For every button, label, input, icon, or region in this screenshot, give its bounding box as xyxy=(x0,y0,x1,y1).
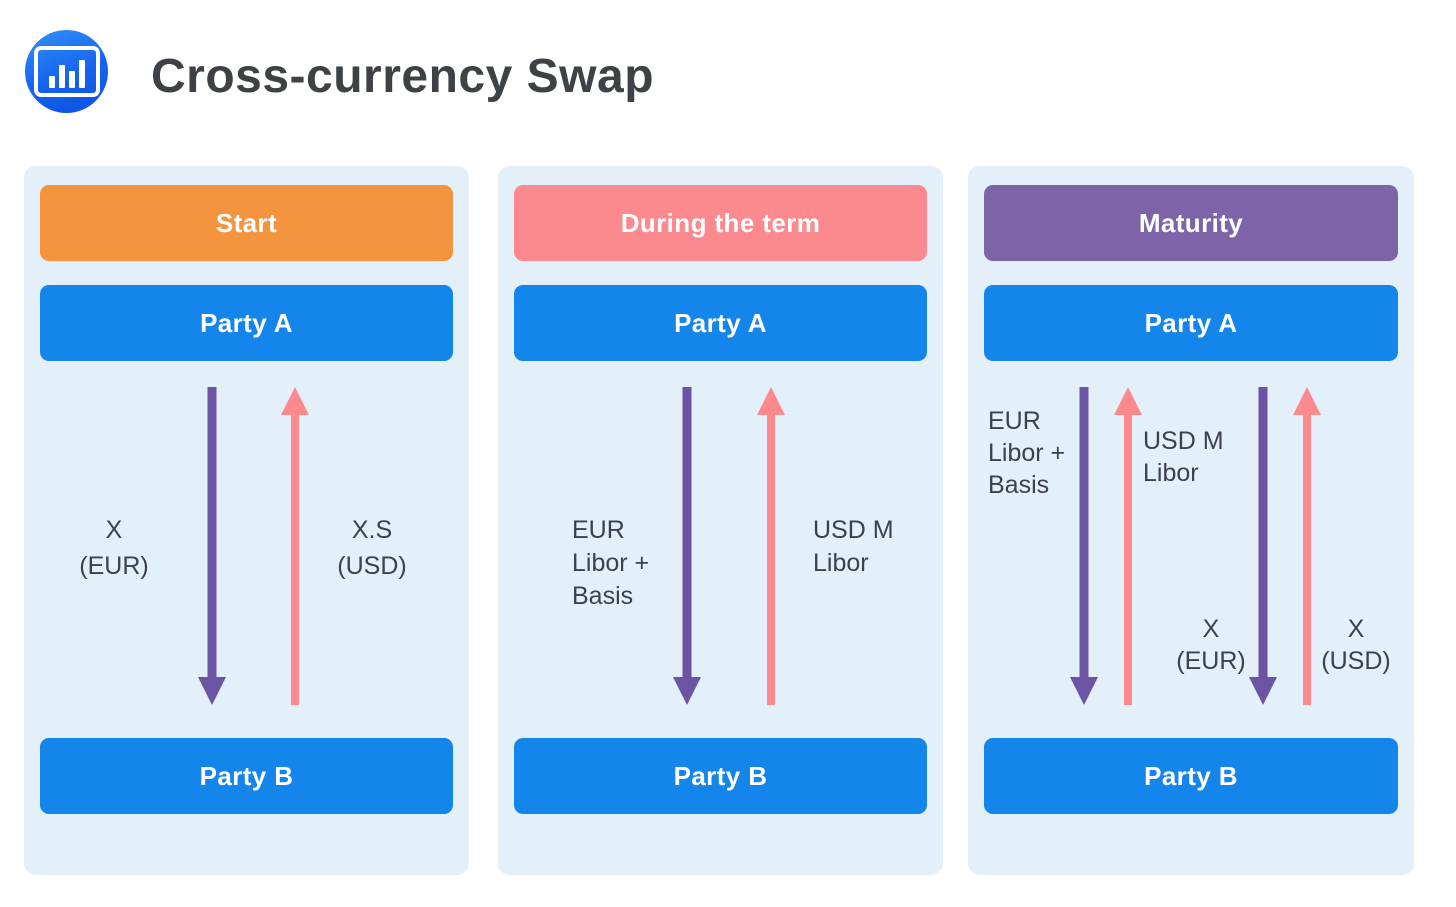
panel-during-the-term: During the term Party A EUR Libor + Basi… xyxy=(498,166,943,875)
flow-label-xs-usd: X.S (USD) xyxy=(337,516,407,580)
flow-label-eur-libor-basis: EUR Libor + Basis xyxy=(572,516,650,610)
arrow-down-icon xyxy=(673,387,701,705)
party-a-box: Party A xyxy=(40,285,453,361)
arrow-up-icon xyxy=(1114,387,1142,705)
arrow-up-icon xyxy=(757,387,785,705)
arrow-up-icon xyxy=(281,387,309,705)
party-a-box: Party A xyxy=(984,285,1398,361)
flow-label-eur-libor-basis: EUR Libor + Basis xyxy=(988,407,1066,499)
panel-start: Start Party A X (EUR) X.S (USD) Party B xyxy=(24,166,469,875)
party-b-box: Party B xyxy=(514,738,927,814)
arrow-down-icon xyxy=(1070,387,1098,705)
flow-label-usd-m-libor: USD M Libor xyxy=(1143,427,1224,487)
party-b-box: Party B xyxy=(984,738,1398,814)
arrow-down-icon xyxy=(198,387,226,705)
arrow-up-icon xyxy=(1293,387,1321,705)
arrow-down-icon xyxy=(1249,387,1277,705)
stage-header-start: Start xyxy=(40,185,453,261)
flow-label-x-eur: X (EUR) xyxy=(79,516,149,580)
party-a-box: Party A xyxy=(514,285,927,361)
stage-header-during-the-term: During the term xyxy=(514,185,927,261)
party-b-box: Party B xyxy=(40,738,453,814)
flow-label-x-usd: X (USD) xyxy=(1321,615,1391,675)
bar-chart-icon-frame xyxy=(33,46,100,97)
bar-chart-icon xyxy=(25,30,108,113)
panel-maturity: Maturity Party A EUR Libor + Basis USD M… xyxy=(968,166,1414,875)
page-title: Cross-currency Swap xyxy=(151,50,655,103)
flow-label-x-eur: X (EUR) xyxy=(1176,615,1246,675)
stage-header-maturity: Maturity xyxy=(984,185,1398,261)
flow-label-usd-m-libor: USD M Libor xyxy=(813,516,894,577)
